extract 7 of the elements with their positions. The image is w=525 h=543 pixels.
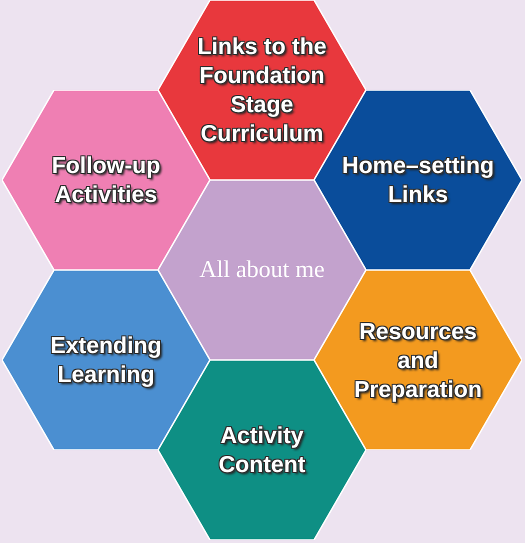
tile-label: Follow-up Activities [50, 151, 162, 209]
tile-label: Resources and Preparation [353, 316, 483, 404]
tile-label: Links to the Foundation Stage Curriculum [196, 32, 328, 148]
tile-label: Activity Content [218, 421, 306, 479]
tile-label: Extending Learning [49, 331, 163, 389]
tile-label: Home–setting Links [340, 151, 496, 209]
center-title: All about me [199, 256, 325, 284]
